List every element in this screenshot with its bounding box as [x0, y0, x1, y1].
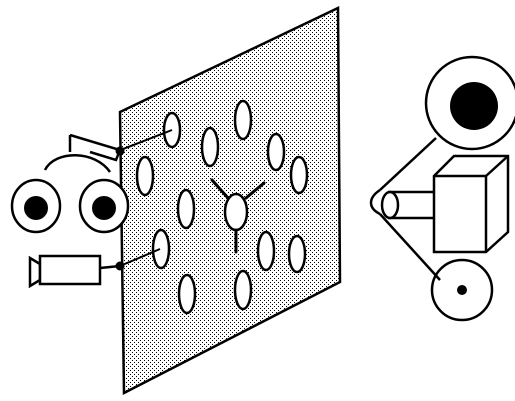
eye-pair-icon: [12, 135, 128, 232]
panel-hole: [235, 101, 251, 139]
panel-hole: [235, 271, 251, 309]
right-pupil: [92, 196, 116, 220]
panel-hole: [268, 134, 284, 170]
panel-hole: [258, 232, 274, 270]
panel-hole: [289, 236, 305, 272]
panel-hole: [179, 275, 195, 313]
panel-hole: [291, 157, 307, 193]
left-pupil: [24, 196, 48, 220]
panel-hole: [202, 128, 218, 166]
panel-hole: [153, 230, 169, 268]
panel-hole: [137, 157, 153, 195]
projector-icon: [371, 57, 515, 320]
panel-hole: [178, 190, 194, 228]
